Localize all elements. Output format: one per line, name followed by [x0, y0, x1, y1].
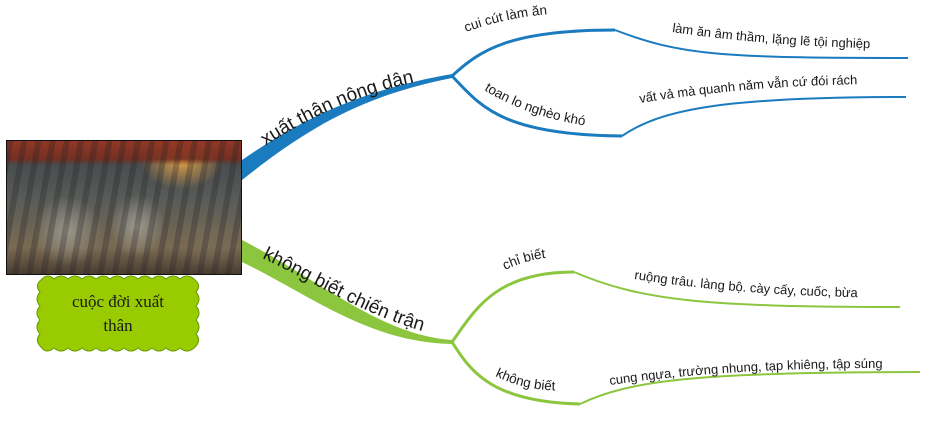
branch-label-khong-biet-chien-tran: không biết chiến trận [260, 244, 427, 336]
leaf-label-lam-an-am-tham: làm ăn âm thầm, lặng lẽ tội nghiệp [672, 20, 871, 51]
central-topic-line-2: thân [103, 316, 133, 335]
leaf-label-ruong-trau: ruộng trâu. làng bộ. cày cấy, cuốc, bừa [634, 267, 859, 300]
branch-label-xuat-than-nong-dan: xuất thân nông dân [257, 67, 416, 150]
sub-branch-cui-cut-lam-an-connector [450, 28, 616, 78]
sub-branch-khong-biet-connector [450, 341, 581, 406]
leaf-label-vat-va: vất vả mà quanh năm vẫn cứ đói rách [638, 72, 857, 106]
leaf-vat-va-connector [621, 96, 907, 137]
sub-branch-label-toan-lo-ngheo-kho: toan lo nghèo khó [482, 80, 586, 129]
central-topic-image [6, 140, 242, 275]
painting-figures [7, 141, 241, 274]
sub-branch-toan-lo-ngheo-kho-connector [450, 74, 623, 138]
sub-branch-chi-biet-connector [450, 270, 575, 343]
leaf-lam-an-am-tham-connector [614, 29, 909, 59]
leaf-cung-ngua-connector [579, 371, 921, 405]
central-topic: cuộc đời xuất thân [34, 275, 202, 353]
sub-branch-label-cui-cut-lam-an: cui cút làm ăn [462, 2, 548, 34]
leaf-ruong-trau-connector [573, 271, 901, 308]
sub-branch-label-chi-biet: chỉ biết [500, 246, 546, 273]
central-topic-line-1: cuộc đời xuất [71, 292, 165, 311]
cloud-shape [36, 275, 200, 352]
